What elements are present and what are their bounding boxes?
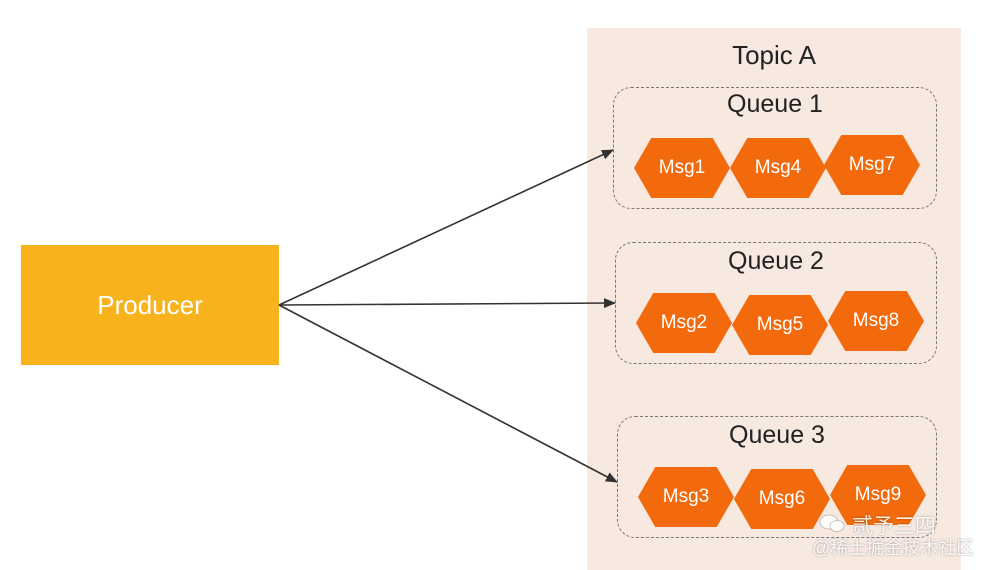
watermark-author: 贰予三四 — [852, 515, 936, 538]
message: Msg5 — [732, 295, 828, 355]
queue-title: Queue 1 — [727, 90, 823, 118]
message: Msg2 — [636, 293, 732, 353]
message: Msg8 — [828, 291, 924, 351]
message: Msg3 — [638, 467, 734, 527]
message: Msg4 — [730, 138, 826, 198]
producer-label: Producer — [97, 289, 203, 320]
arrow-to-queue-3 — [278, 304, 618, 483]
message: Msg6 — [734, 469, 830, 529]
topic-title: Topic A — [732, 40, 816, 70]
watermark-site: @稀土掘金技术社区 — [812, 538, 975, 558]
arrow-to-queue-2 — [278, 298, 616, 309]
message: Msg7 — [824, 135, 920, 195]
message: Msg9 — [830, 465, 926, 525]
queue-1: Queue 1 Msg1 Msg4 Msg7 — [613, 87, 937, 209]
queue-2: Queue 2 Msg2 Msg5 Msg8 — [615, 242, 937, 364]
wechat-icon — [819, 514, 845, 532]
queue-title: Queue 2 — [728, 247, 824, 275]
queue-title: Queue 3 — [729, 421, 825, 449]
producer-box: Producer — [21, 245, 279, 365]
message: Msg1 — [634, 138, 730, 198]
queue-3: Queue 3 Msg3 Msg6 Msg9 — [617, 416, 937, 538]
arrow-to-queue-1 — [278, 149, 614, 306]
